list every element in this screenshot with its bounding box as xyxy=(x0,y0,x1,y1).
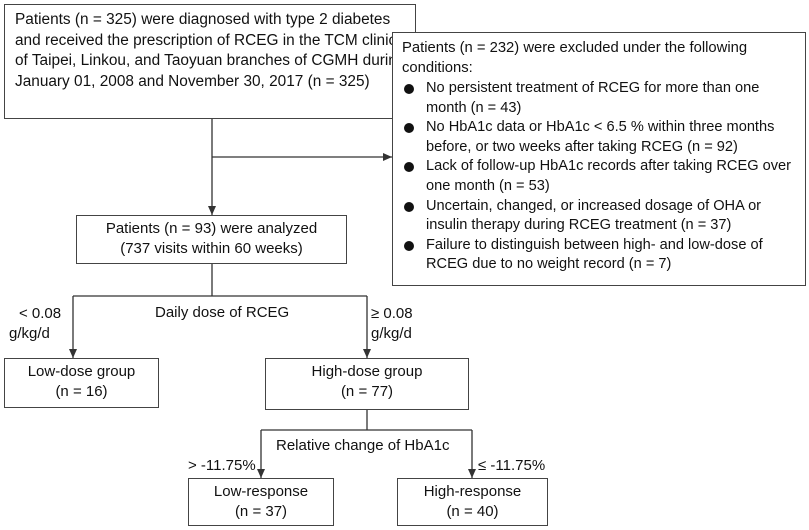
low-response-count: (n = 37) xyxy=(234,503,288,520)
exclusion-condition-item: Lack of follow-up HbA1c records after ta… xyxy=(402,157,799,196)
exclusion-condition-text: Failure to distinguish between high- and… xyxy=(426,236,763,273)
high-dose-group-count: (n = 77) xyxy=(340,383,394,400)
low-dose-group-count: (n = 16) xyxy=(55,383,108,400)
exclusion-condition-text: No persistent treatment of RCEG for more… xyxy=(426,80,760,116)
high-dose-group-box: High-dose group (n = 77) xyxy=(265,358,469,410)
analyzed-line-1: Patients (n = 93) were analyzed xyxy=(105,220,318,237)
exclusion-condition-text: No HbA1c data or HbA1c < 6.5 % within th… xyxy=(426,119,775,155)
exclusion-condition-text: Lack of follow-up HbA1c records after ta… xyxy=(426,158,792,194)
high-response-count: (n = 40) xyxy=(446,503,499,520)
low-response-name: Low-response xyxy=(213,483,309,500)
low-response-threshold: > -11.75% xyxy=(188,457,256,474)
low-dose-threshold-unit: g/kg/d xyxy=(9,325,50,342)
excluded-patients-box: Patients (n = 232) were excluded under t… xyxy=(392,32,806,286)
low-dose-threshold-value: < 0.08 xyxy=(19,305,62,322)
high-dose-group-name: High-dose group xyxy=(311,363,423,380)
exclusion-condition-list: No persistent treatment of RCEG for more… xyxy=(402,79,799,275)
high-response-box: High-response (n = 40) xyxy=(397,478,548,526)
response-split-label: Relative change of HbA1c xyxy=(276,437,450,454)
exclusion-condition-item: No persistent treatment of RCEG for more… xyxy=(402,79,799,118)
exclusion-condition-item: Failure to distinguish between high- and… xyxy=(402,236,799,275)
analyzed-line-2: (737 visits within 60 weeks) xyxy=(120,240,303,257)
low-dose-group-name: Low-dose group xyxy=(27,363,136,380)
high-dose-threshold-value: ≥ 0.08 xyxy=(371,305,413,322)
diagnosed-patients-text: Patients (n = 325) were diagnosed with t… xyxy=(15,11,406,90)
exclusion-condition-item: No HbA1c data or HbA1c < 6.5 % within th… xyxy=(402,118,799,157)
exclusion-condition-text: Uncertain, changed, or increased dosage … xyxy=(426,197,762,234)
analyzed-patients-box: Patients (n = 93) were analyzed (737 vis… xyxy=(76,215,347,264)
high-dose-threshold-unit: g/kg/d xyxy=(371,325,412,342)
bullet-icon xyxy=(404,123,414,134)
bullet-icon xyxy=(404,240,414,251)
high-response-threshold: ≤ -11.75% xyxy=(478,457,546,474)
low-response-box: Low-response (n = 37) xyxy=(188,478,334,526)
high-response-name: High-response xyxy=(423,483,522,500)
exclusion-condition-item: Uncertain, changed, or increased dosage … xyxy=(402,197,799,236)
low-dose-group-box: Low-dose group (n = 16) xyxy=(4,358,159,408)
bullet-icon xyxy=(404,201,414,212)
low-dose-threshold: < 0.08 g/kg/d xyxy=(9,304,61,344)
high-dose-threshold: ≥ 0.08 g/kg/d xyxy=(371,304,413,344)
bullet-icon xyxy=(404,162,414,173)
excluded-title: Patients (n = 232) were excluded under t… xyxy=(402,40,748,76)
bullet-icon xyxy=(404,84,414,94)
diagnosed-patients-box: Patients (n = 325) were diagnosed with t… xyxy=(4,4,416,119)
dose-split-label: Daily dose of RCEG xyxy=(155,304,290,321)
